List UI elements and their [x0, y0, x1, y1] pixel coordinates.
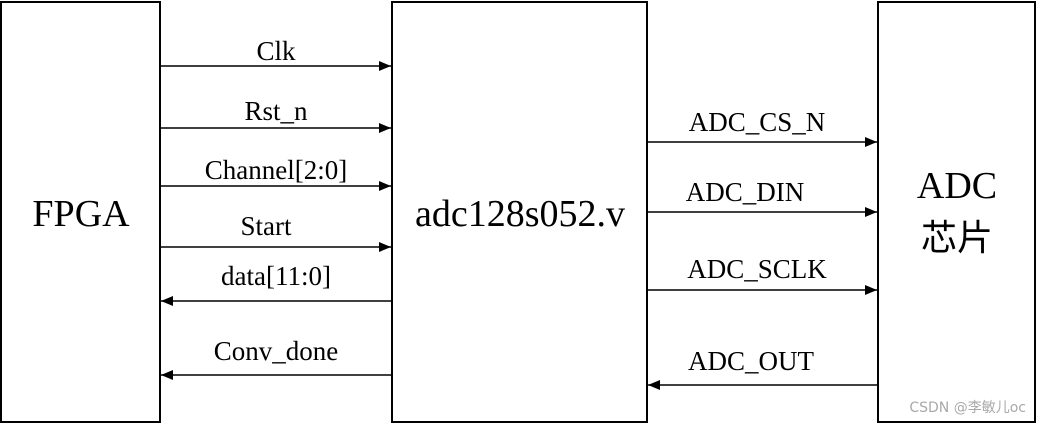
clk-label: Clk [256, 36, 296, 66]
adc-chip-block [877, 1, 1036, 423]
fpga-label: FPGA [32, 193, 130, 235]
rst-n-label: Rst_n [244, 96, 308, 126]
watermark: CSDN @李敏儿oc [909, 400, 1026, 416]
module-block [391, 1, 648, 423]
conv-done-label: Conv_done [214, 336, 339, 366]
adc-din-label: ADC_DIN [686, 177, 805, 207]
module-label: adc128s052.v [415, 193, 625, 235]
channel-label: Channel[2:0] [205, 155, 347, 185]
adc-chip-label: 芯片 [921, 218, 993, 259]
data-label: data[11:0] [221, 261, 331, 291]
start-label: Start [241, 211, 292, 241]
adc-out-label: ADC_OUT [688, 346, 815, 376]
adc-cs-n-label: ADC_CS_N [689, 107, 826, 137]
fpga-block [0, 1, 161, 423]
adc-sclk-label: ADC_SCLK [687, 254, 827, 284]
adc-label: ADC [917, 165, 997, 207]
